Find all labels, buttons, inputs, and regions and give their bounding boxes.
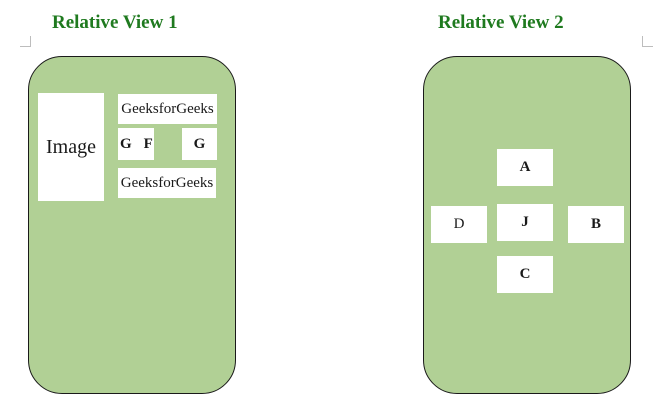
page-corner-mark-left: [20, 36, 31, 47]
box-c: C: [497, 256, 553, 293]
box-j: J: [497, 204, 553, 241]
box-a: A: [497, 149, 553, 186]
gf-box: G F: [118, 128, 154, 160]
relative-view-1-title: Relative View 1: [52, 12, 178, 33]
relative-view-2-title: Relative View 2: [438, 12, 564, 33]
phone-screen-right: A D J B C: [423, 56, 631, 394]
f-label: F: [143, 135, 153, 152]
image-placeholder: Image: [38, 93, 104, 201]
page-corner-mark-right: [642, 36, 653, 47]
g-box: G: [182, 128, 217, 160]
textview-top: GeeksforGeeks: [118, 94, 217, 124]
g-label: G: [120, 135, 132, 152]
phone-screen-left: Image GeeksforGeeks G F G GeeksforGeeks: [28, 56, 236, 394]
box-b: B: [568, 206, 624, 243]
textview-bottom: GeeksforGeeks: [118, 168, 216, 198]
box-d: D: [431, 206, 487, 243]
